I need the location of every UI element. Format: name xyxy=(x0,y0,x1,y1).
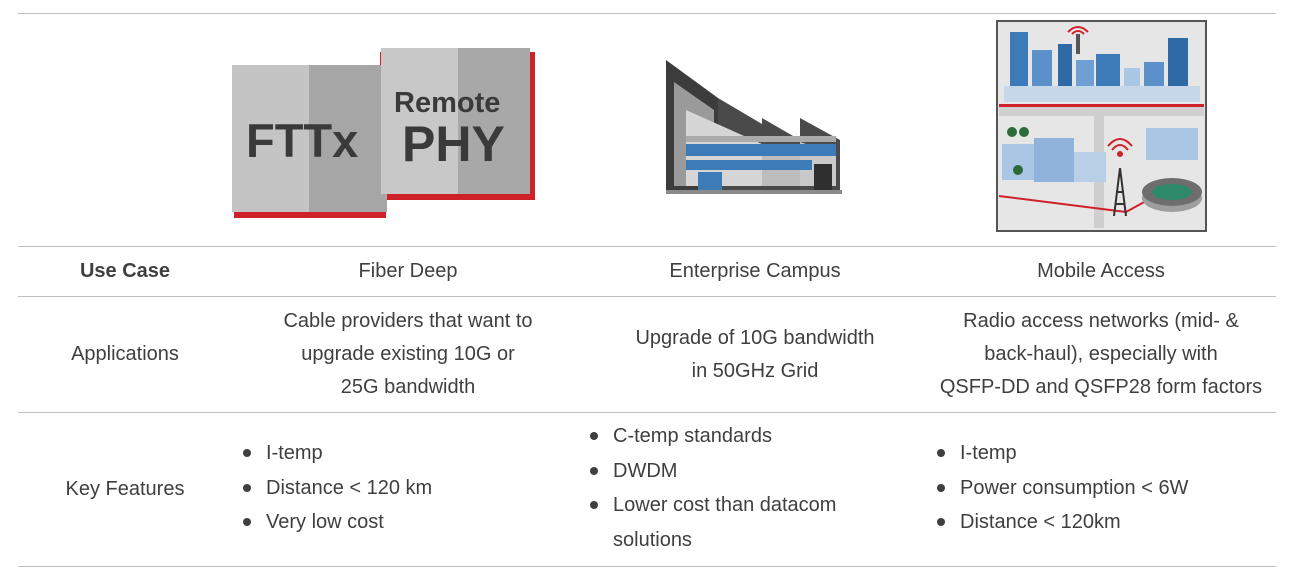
feature-item: I-temp xyxy=(934,436,1188,471)
feature-item: Distance < 120km xyxy=(934,505,1188,540)
mobile-access-applications: Radio access networks (mid- & back-haul)… xyxy=(939,310,1263,398)
feature-item: DWDM xyxy=(587,454,867,489)
fiber-deep-features: I-temp Distance < 120 km Very low cost xyxy=(240,436,432,540)
fttx-remote-phy-logo: FTTx Remote PHY xyxy=(232,48,535,218)
enterprise-campus-applications: Upgrade of 10G bandwidth in 50GHz Grid xyxy=(635,326,875,382)
applications-label: Applications xyxy=(71,343,179,365)
enterprise-campus-header: Enterprise Campus xyxy=(669,260,841,282)
feature-item: Lower cost than datacom solutions xyxy=(587,488,867,557)
phy-logo-text: PHY xyxy=(402,116,505,172)
header-rule xyxy=(18,246,1276,247)
top-rule xyxy=(18,13,1276,14)
fiber-deep-header: Fiber Deep xyxy=(358,260,458,282)
feature-item: Distance < 120 km xyxy=(240,471,432,506)
fiber-deep-applications: Cable providers that want to upgrade exi… xyxy=(283,310,533,398)
fttx-logo-text: FTTx xyxy=(246,114,358,167)
use-case-header: Use Case xyxy=(79,260,171,282)
remote-logo-text: Remote xyxy=(394,87,500,119)
feature-item: Very low cost xyxy=(240,505,432,540)
mobile-access-features: I-temp Power consumption < 6W Distance <… xyxy=(934,436,1188,540)
city-network-illustration xyxy=(996,20,1207,232)
features-rule xyxy=(18,412,1276,413)
factory-building-icon xyxy=(666,60,842,194)
feature-item: I-temp xyxy=(240,436,432,471)
bottom-rule xyxy=(18,566,1276,567)
feature-item: C-temp standards xyxy=(587,419,867,454)
applications-rule xyxy=(18,296,1276,297)
mobile-access-header: Mobile Access xyxy=(1037,260,1165,282)
key-features-label: Key Features xyxy=(65,478,185,500)
feature-item: Power consumption < 6W xyxy=(934,471,1188,506)
enterprise-campus-features: C-temp standards DWDM Lower cost than da… xyxy=(587,419,867,557)
